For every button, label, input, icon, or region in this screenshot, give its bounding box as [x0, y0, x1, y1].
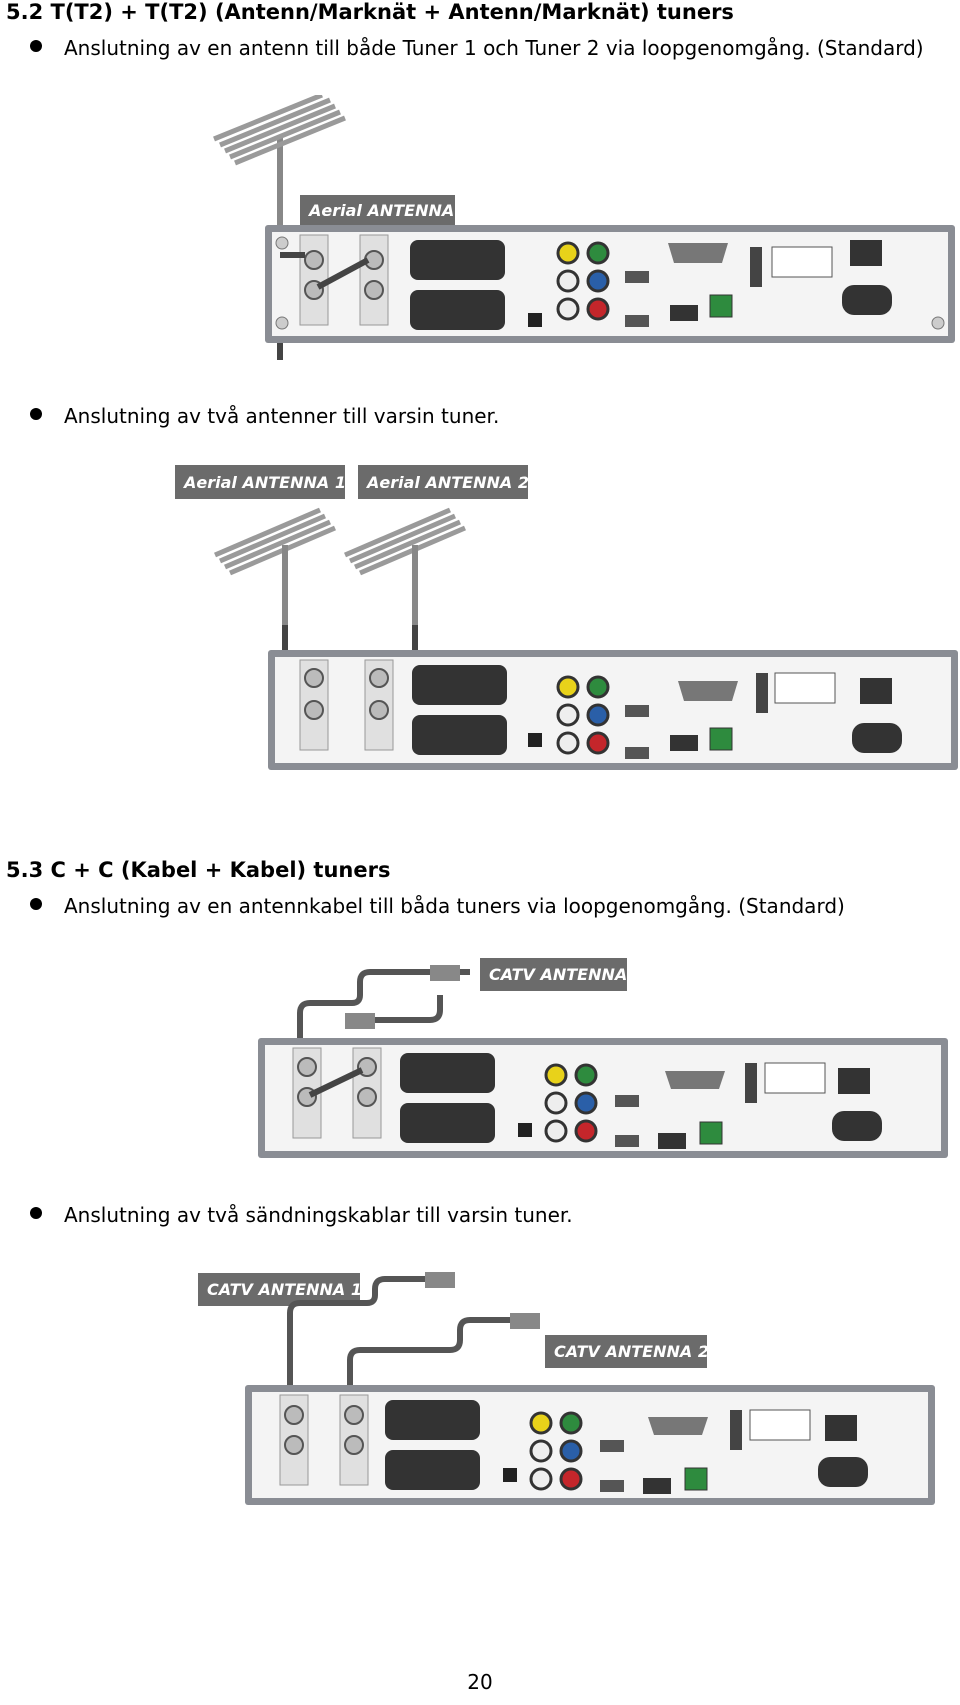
section-heading-5-3: 5.3 C + C (Kabel + Kabel) tuners	[6, 858, 391, 882]
bullet-icon	[30, 1207, 42, 1219]
bullet-icon	[30, 40, 42, 52]
bullet-two-cables: Anslutning av två sändningskablar till v…	[30, 1203, 573, 1227]
figure-two-aerials: Aerial ANTENNA 1 Aerial ANTENNA 2	[175, 465, 958, 770]
label-aerial-antenna-2: Aerial ANTENNA 2	[365, 473, 529, 492]
bullet-icon	[30, 898, 42, 910]
section-heading-5-2: 5.2 T(T2) + T(T2) (Antenn/Marknät + Ante…	[6, 0, 734, 24]
label-catv-antenna-1: CATV ANTENNA 1	[207, 1280, 362, 1299]
page-number: 20	[467, 1670, 493, 1694]
receiver-back-panel	[265, 225, 955, 343]
figure-aerial-loopthrough: Aerial ANTENNA	[213, 95, 955, 360]
bullet-text: Anslutning av två sändningskablar till v…	[64, 1203, 573, 1227]
antenna-icon	[214, 507, 336, 576]
bullet-loop-through-aerial: Anslutning av en antenn till både Tuner …	[30, 36, 924, 60]
figure-two-catv: CATV ANTENNA 1 CATV ANTENNA 2	[198, 1272, 935, 1505]
label-catv-antenna: CATV ANTENNA	[489, 965, 627, 984]
bullet-text: Anslutning av en antenn till både Tuner …	[64, 36, 924, 60]
label-catv-antenna-2: CATV ANTENNA 2	[554, 1342, 709, 1361]
receiver-back-panel	[258, 1038, 948, 1158]
label-aerial-antenna-1: Aerial ANTENNA 1	[182, 473, 346, 492]
bullet-text: Anslutning av en antennkabel till båda t…	[64, 894, 845, 918]
bullet-two-aerials: Anslutning av två antenner till varsin t…	[30, 404, 499, 428]
figure-catv-loopthrough: CATV ANTENNA	[258, 958, 948, 1158]
label-aerial-antenna: Aerial ANTENNA	[307, 201, 454, 220]
receiver-back-panel	[268, 650, 958, 770]
bullet-loop-through-cable: Anslutning av en antennkabel till båda t…	[30, 894, 845, 918]
receiver-back-panel	[245, 1385, 935, 1505]
bullet-icon	[30, 408, 42, 420]
bullet-text: Anslutning av två antenner till varsin t…	[64, 404, 500, 428]
antenna-icon	[344, 507, 466, 576]
